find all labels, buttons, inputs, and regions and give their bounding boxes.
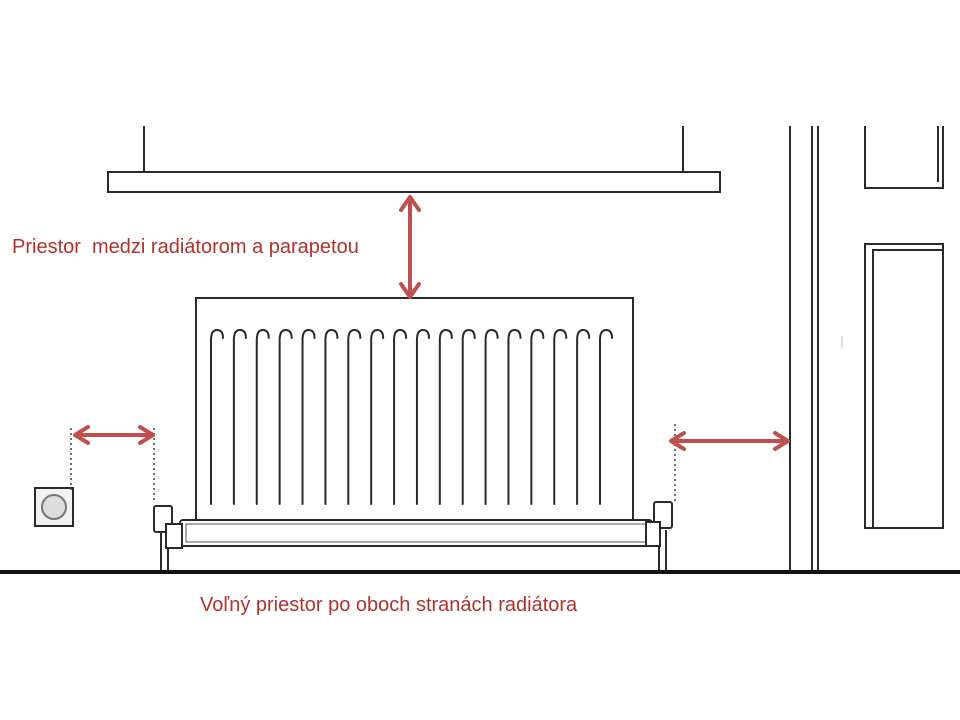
radiator-fin (278, 328, 293, 505)
radiator-fin (530, 328, 545, 505)
left-valve (153, 505, 183, 572)
radiator-fin (507, 328, 522, 505)
right-valve (645, 501, 673, 572)
door-panel-lower (864, 243, 944, 529)
side-clearance-label: Voľný priestor po oboch stranách radiáto… (200, 594, 578, 616)
window-sill (107, 126, 721, 193)
radiator-fin (393, 328, 408, 505)
radiator-fin (301, 328, 316, 505)
radiator-fin (347, 328, 362, 505)
radiator-fin (210, 328, 224, 505)
radiator (153, 297, 673, 572)
radiator-fin (553, 328, 568, 505)
radiator-fin (576, 328, 591, 505)
radiator-body (195, 297, 634, 523)
door-panel-upper (864, 126, 944, 189)
radiator-fin (438, 328, 453, 505)
radiator-fin (484, 328, 499, 505)
door-frame (789, 126, 819, 572)
radiator-fin (324, 328, 339, 505)
wall-socket (34, 487, 74, 527)
radiator-fin (255, 328, 270, 505)
radiator-fin (415, 328, 430, 505)
radiator-fin (370, 328, 385, 505)
vertical-arrow (399, 195, 421, 299)
right-horizontal-arrow (669, 431, 790, 451)
radiator-fin (232, 328, 247, 505)
left-horizontal-arrow (73, 425, 155, 445)
radiator-fins (210, 328, 613, 505)
reference-lines (70, 424, 676, 502)
radiator-fin (599, 328, 613, 505)
sill-gap-label: Priestor medzi radiátorom a parapetou (12, 236, 359, 258)
radiator-fin (461, 328, 476, 505)
